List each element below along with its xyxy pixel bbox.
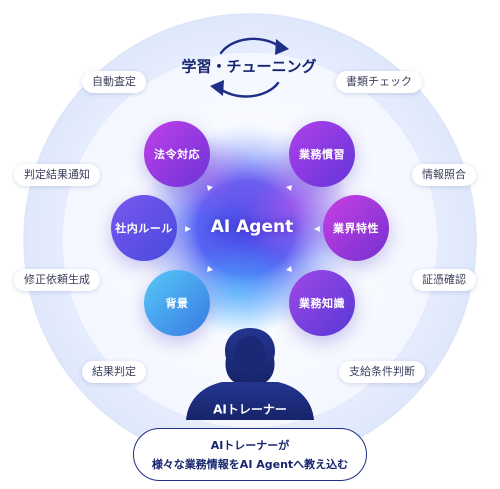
arrow-icon — [286, 266, 292, 272]
bubble-knowledge: 業務知識 — [289, 270, 355, 336]
trainer-label: AIトレーナー — [213, 402, 287, 417]
caption-line-1: AIトレーナーが — [210, 439, 290, 452]
bubble-label: 社内ルール — [115, 222, 173, 235]
task-pill-fix-request: 修正依頼生成 — [14, 269, 100, 291]
arrow-icon — [207, 266, 213, 272]
arrow-icon — [185, 226, 191, 232]
trainer-caption-box: AIトレーナーが 様々な業務情報をAI Agentへ教え込む — [133, 428, 367, 481]
bubble-label: 背景 — [165, 297, 189, 310]
bubble-label: 法令対応 — [154, 148, 200, 161]
task-pill-result-notice: 判定結果通知 — [14, 164, 100, 186]
arrow-icon — [207, 185, 213, 191]
bubble-internal-rules: 社内ルール — [111, 195, 177, 261]
task-pill-result-judgment: 結果判定 — [82, 361, 146, 383]
task-pill-auto-assessment: 自動査定 — [82, 71, 146, 93]
arrow-icon — [286, 185, 292, 191]
bubble-label: 業務慣習 — [299, 148, 345, 161]
bubble-legal: 法令対応 — [144, 121, 210, 187]
arrow-icon — [314, 226, 320, 232]
cycle-arrowhead-bottom — [210, 80, 224, 96]
agent-label: AI Agent — [210, 217, 294, 237]
learning-cycle-icon — [217, 37, 282, 98]
bubble-label: 業界特性 — [333, 222, 379, 235]
task-pill-payment-judgment: 支給条件判断 — [339, 361, 425, 383]
bubble-industry: 業界特性 — [323, 195, 389, 261]
bubble-practice: 業務慣習 — [289, 121, 355, 187]
task-pill-document-check: 書類チェック — [336, 71, 422, 93]
bubble-label: 業務知識 — [299, 297, 345, 310]
flow-arrows — [185, 185, 320, 272]
learning-title: 学習・チューニング — [181, 57, 317, 76]
caption-line-2: 様々な業務情報をAI Agentへ教え込む — [151, 458, 349, 471]
task-pill-evidence-check: 証憑確認 — [412, 269, 476, 291]
cycle-arrowhead-top — [275, 39, 289, 55]
bubble-background: 背景 — [144, 270, 210, 336]
trainer-face — [234, 336, 266, 376]
task-pill-info-match: 情報照合 — [412, 164, 476, 186]
